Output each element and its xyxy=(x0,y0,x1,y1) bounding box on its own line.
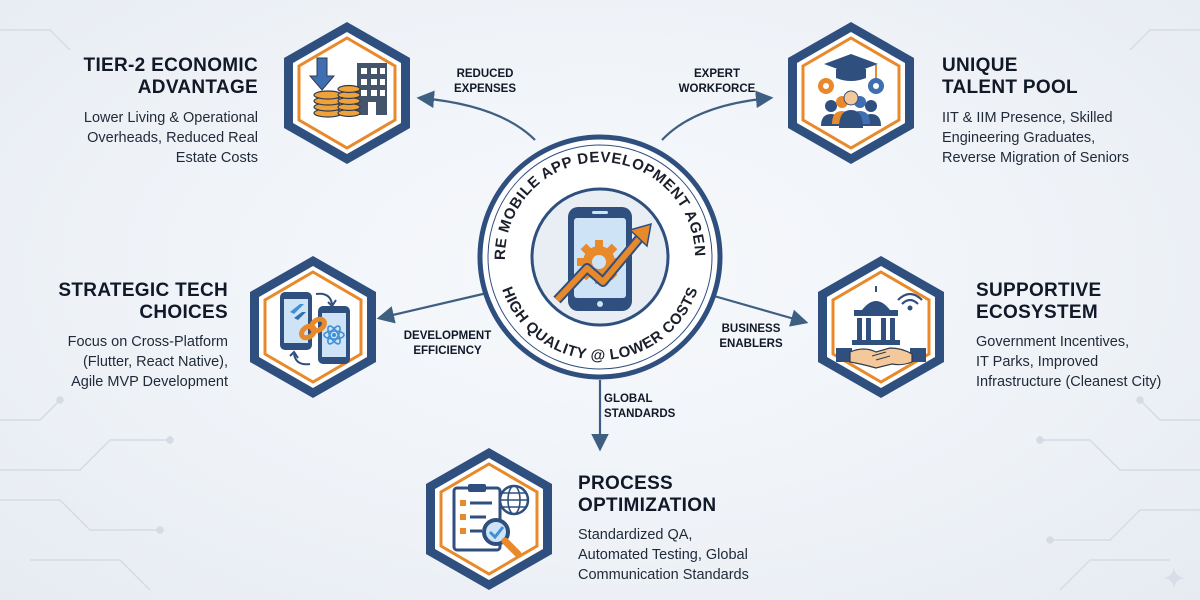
description-line: Lower Living & Operational xyxy=(83,110,258,126)
edge-label-line: EFFICIENCY xyxy=(413,345,482,357)
arrow-to-ecosystem xyxy=(699,290,809,327)
description-line: Infrastructure (Cleanest City) xyxy=(976,374,1162,390)
process-title-line2: OPTIMIZATION xyxy=(578,495,717,516)
description-line: IT Parks, Improved xyxy=(976,354,1099,370)
edge-label-reduced-expenses: REDUCED EXPENSES xyxy=(440,67,530,97)
arrow-to-talent xyxy=(661,90,774,141)
hex-talent xyxy=(788,22,914,164)
ecosystem-title: SUPPORTIVE ECOSYSTEM xyxy=(976,280,1191,324)
economic-description: Lower Living & Operational Overheads, Re… xyxy=(20,108,258,168)
hex-process xyxy=(426,448,552,590)
tech-title-line1: STRATEGIC TECH xyxy=(58,280,228,301)
tech-title: STRATEGIC TECH CHOICES xyxy=(10,280,228,324)
edge-label-line: ENABLERS xyxy=(719,338,783,350)
sparkle-icon xyxy=(1163,567,1185,589)
arrow-to-tech xyxy=(376,288,501,324)
ecosystem-title-line2: ECOSYSTEM xyxy=(976,302,1098,323)
economic-title: TIER-2 ECONOMIC ADVANTAGE xyxy=(20,55,258,99)
description-line: Reverse Migration of Seniors xyxy=(942,150,1129,166)
description-line: Engineering Graduates, xyxy=(942,130,1096,146)
center-badge: INDORE MOBILE APP DEVELOPMENT AGENCIES: … xyxy=(475,132,723,380)
economic-title-line1: TIER-2 ECONOMIC xyxy=(83,55,258,76)
edge-label-line: STANDARDS xyxy=(604,408,676,420)
talent-title: UNIQUE TALENT POOL xyxy=(942,55,1182,99)
description-line: Estate Costs xyxy=(175,150,258,166)
description-line: Overheads, Reduced Real xyxy=(87,130,258,146)
coins-building-icon xyxy=(308,57,387,118)
checklist-globe-icon xyxy=(452,484,530,558)
edge-label-global-standards: GLOBAL STANDARDS xyxy=(604,392,686,422)
edge-label-line: EXPENSES xyxy=(454,83,516,95)
ecosystem-description: Government Incentives, IT Parks, Improve… xyxy=(976,332,1191,392)
description-line: Standardized QA, xyxy=(578,527,693,543)
cross-platform-phones-icon xyxy=(280,292,350,366)
graduation-team-icon xyxy=(818,54,884,128)
edge-label-development-efficiency: DEVELOPMENT EFFICIENCY xyxy=(395,329,500,359)
edge-label-line: GLOBAL xyxy=(604,393,653,405)
description-line: Communication Standards xyxy=(578,567,749,583)
description-line: Agile MVP Development xyxy=(71,374,228,390)
process-title-line1: PROCESS xyxy=(578,473,674,494)
economic-title-line2: ADVANTAGE xyxy=(137,77,258,98)
hex-ecosystem xyxy=(818,256,944,398)
description-line: Government Incentives, xyxy=(976,334,1130,350)
edge-label-expert-workforce: EXPERT WORKFORCE xyxy=(672,67,762,97)
talent-title-line1: UNIQUE xyxy=(942,55,1018,76)
smartphone-gear-growth-icon xyxy=(553,207,652,311)
edge-label-line: DEVELOPMENT xyxy=(403,330,492,342)
edge-label-line: REDUCED xyxy=(456,68,514,80)
ecosystem-title-line1: SUPPORTIVE xyxy=(976,280,1102,301)
hex-economic xyxy=(284,22,410,164)
description-line: Focus on Cross-Platform xyxy=(67,334,228,350)
government-handshake-icon xyxy=(836,286,926,369)
hex-tech xyxy=(250,256,376,398)
edge-label-business-enablers: BUSINESS ENABLERS xyxy=(706,322,796,352)
process-description: Standardized QA, Automated Testing, Glob… xyxy=(578,525,818,585)
tech-description: Focus on Cross-Platform (Flutter, React … xyxy=(10,332,228,392)
edge-label-line: WORKFORCE xyxy=(678,83,756,95)
edge-label-line: BUSINESS xyxy=(721,323,781,335)
description-line: (Flutter, React Native), xyxy=(82,354,228,370)
talent-title-line2: TALENT POOL xyxy=(942,77,1078,98)
description-line: IIT & IIM Presence, Skilled xyxy=(942,110,1113,126)
tech-title-line2: CHOICES xyxy=(139,302,228,323)
description-line: Automated Testing, Global xyxy=(578,547,748,563)
talent-description: IIT & IIM Presence, Skilled Engineering … xyxy=(942,108,1182,168)
process-title: PROCESS OPTIMIZATION xyxy=(578,473,818,517)
arrow-to-economic xyxy=(416,90,536,141)
edge-label-line: EXPERT xyxy=(693,68,740,80)
